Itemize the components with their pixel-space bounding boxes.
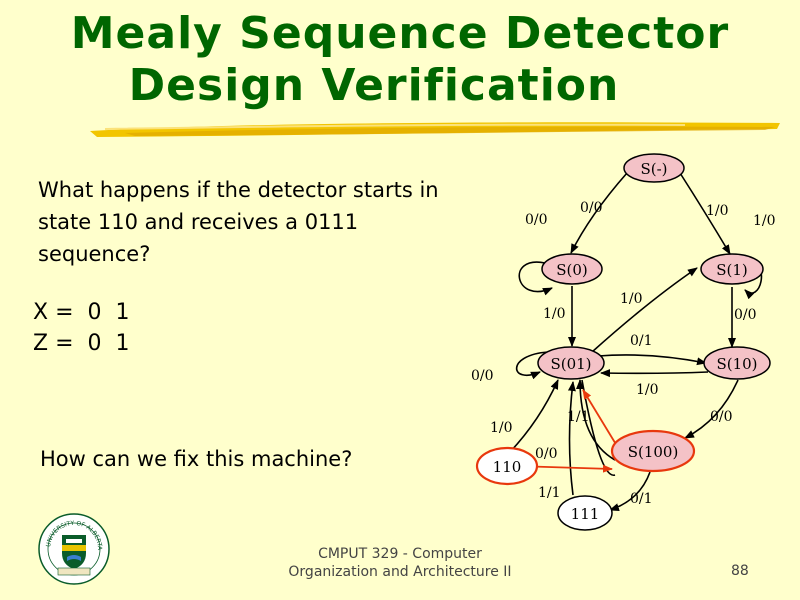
edge-label: 0/0 (734, 307, 757, 323)
highlight-edge-100-to-01 (582, 389, 618, 447)
state-label: 111 (571, 505, 600, 523)
edge-s10-to-s100 (684, 379, 739, 439)
state-s0: S(0) (541, 253, 603, 285)
university-crest-logo: UNIVERSITY OF ALBERTA (38, 513, 110, 585)
edge-s01-to-s10 (597, 354, 707, 366)
edge-label: 0/0 (471, 368, 494, 384)
edge-label: 0/0 (525, 212, 548, 228)
edge-s01-self-loop (515, 351, 549, 380)
state-label: 110 (493, 458, 522, 476)
state-label: S(0) (556, 261, 588, 279)
state-s110: 110 (475, 446, 539, 486)
state-s10: S(10) (703, 346, 771, 380)
edge-label: 0/1 (630, 491, 653, 507)
edge-s111-to-s01 (567, 381, 576, 496)
edge-s110-to-s01 (509, 379, 559, 453)
state-label: S(10) (716, 355, 757, 373)
edge-label: 0/0 (710, 409, 733, 425)
edge-s100-to-s111 (609, 471, 651, 511)
edge-root-to-s0 (570, 172, 628, 254)
edge-label: 0/0 (580, 200, 603, 216)
question-text: What happens if the detector starts in s… (38, 178, 439, 266)
edge-label: 1/1 (567, 409, 590, 425)
edge-s01-to-s100-curve (581, 379, 616, 476)
state-label: S(1) (716, 261, 748, 279)
edge-s100-to-s01-black (576, 379, 616, 461)
state-s1: S(1) (700, 253, 764, 285)
title-underline-brush (90, 122, 780, 137)
edge-label: 0/0 (535, 446, 558, 462)
state-s111: 111 (557, 495, 613, 531)
state-s100: S(100) (610, 429, 696, 473)
output-sequence-z: Z = 0 1 (33, 331, 130, 356)
state-label: S(-) (640, 160, 667, 178)
edge-label: 1/0 (490, 420, 513, 436)
edge-label: 1/0 (620, 291, 643, 307)
edge-s10-to-s01 (600, 369, 709, 378)
footer-line2: Organization and Architecture II (288, 564, 512, 580)
footer-line1: CMPUT 329 - Computer (318, 546, 482, 562)
state-label: S(01) (550, 355, 591, 373)
edge-s01-to-s1 (591, 267, 698, 353)
edge-label: 1/0 (543, 306, 566, 322)
edge-label: 1/1 (538, 485, 561, 501)
slide-title-line2: Design Verification (128, 60, 620, 111)
edge-label: 1/0 (706, 203, 729, 219)
fix-question-text: How can we fix this machine? (40, 447, 353, 471)
edge-s0-self-loop (518, 261, 553, 296)
state-label: S(100) (628, 443, 679, 461)
edge-label: 1/0 (636, 382, 659, 398)
input-sequence-x: X = 0 1 (33, 300, 130, 325)
state-s-root: S(-) (623, 153, 685, 183)
edge-label: 1/0 (753, 213, 776, 229)
footer-course: CMPUT 329 - Computer Organization and Ar… (270, 545, 530, 581)
state-s01: S(01) (537, 346, 605, 380)
slide-title-line1: Mealy Sequence Detector (70, 8, 730, 59)
page-number: 88 (731, 563, 749, 579)
edge-root-to-s1 (679, 172, 731, 255)
edge-label: 0/1 (630, 333, 653, 349)
